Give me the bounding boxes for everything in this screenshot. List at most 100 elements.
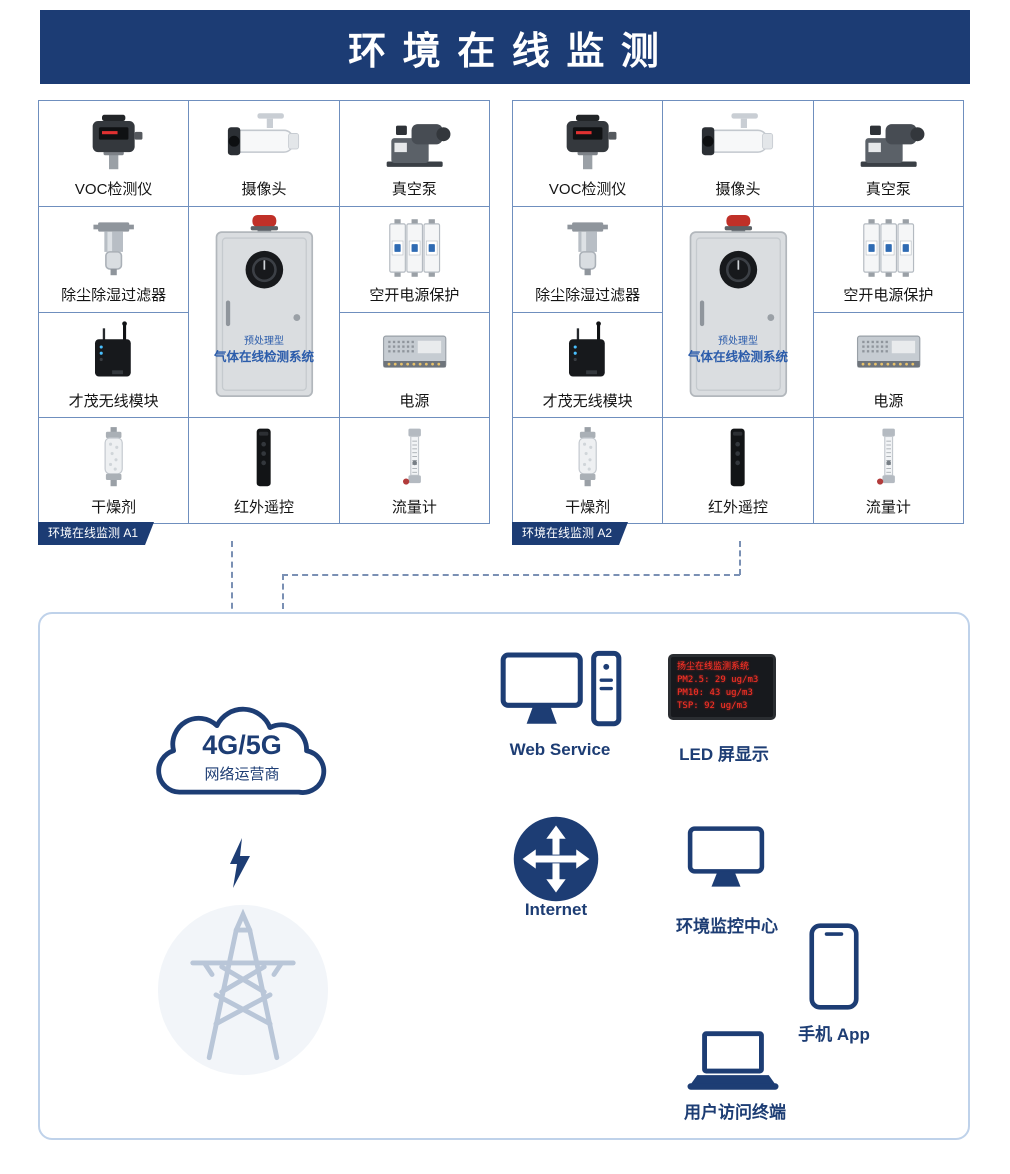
power-supply-icon bbox=[842, 319, 935, 389]
cell-circuit-breaker: 空开电源保护 bbox=[813, 206, 963, 312]
panel-a1-tag: 环境在线监测 A1 bbox=[38, 522, 154, 545]
cell-power-supply: 电源 bbox=[339, 312, 489, 418]
connector-a2-down bbox=[739, 541, 741, 575]
desiccant-icon bbox=[541, 424, 634, 494]
equipment-label: 干燥剂 bbox=[565, 498, 611, 516]
cell-filter: 除尘除湿过滤器 bbox=[513, 206, 663, 312]
cabinet-text: 预处理型 气体在线检测系统 bbox=[663, 335, 812, 367]
cell-camera: 摄像头 bbox=[189, 101, 339, 206]
circuit-breaker-icon bbox=[368, 213, 461, 283]
internet-label: Internet bbox=[524, 900, 588, 919]
equipment-label: 空开电源保护 bbox=[369, 287, 460, 304]
cell-power-supply: 电源 bbox=[813, 312, 963, 418]
laptop-icon bbox=[687, 1031, 779, 1090]
header-banner: 环 境 在 线 监 测 bbox=[40, 10, 970, 84]
cell-camera: 摄像头 bbox=[663, 101, 813, 206]
cabinet-system-label: 气体在线检测系统 bbox=[687, 350, 788, 365]
cell-ir-remote: 红外遥控 bbox=[663, 418, 813, 523]
filter-icon bbox=[67, 213, 160, 283]
equipment-panel-a2: VOC检测仪 摄像头 真空泵 除尘除湿过滤器 预处理型 气体在线检测系统 空开电… bbox=[512, 100, 964, 524]
cell-ir-remote: 红外遥控 bbox=[189, 418, 339, 523]
equipment-label: VOC检测仪 bbox=[548, 181, 627, 199]
cloud-operator-label: 网络运营商 bbox=[204, 766, 280, 783]
cell-wireless-module: 才茂无线模块 bbox=[39, 312, 189, 418]
equipment-label: VOC检测仪 bbox=[74, 181, 153, 199]
cell-voc-detector: VOC检测仪 bbox=[39, 101, 189, 206]
equipment-label: 真空泵 bbox=[865, 181, 911, 199]
cell-wireless-module: 才茂无线模块 bbox=[513, 312, 663, 418]
gas-detection-cabinet-icon bbox=[196, 215, 333, 403]
equipment-label: 除尘除湿过滤器 bbox=[61, 287, 167, 304]
power-tower-icon bbox=[157, 904, 329, 1076]
cabinet-type-label: 预处理型 bbox=[717, 336, 758, 348]
camera-icon bbox=[691, 107, 784, 177]
web-service-label: Web Service bbox=[509, 740, 611, 759]
equipment-label: 电源 bbox=[399, 392, 430, 410]
cloud-icon bbox=[156, 706, 327, 795]
cabinet-type-label: 预处理型 bbox=[243, 336, 284, 348]
page-title: 环 境 在 线 监 测 bbox=[348, 30, 662, 73]
led-line: 扬尘在线监测系统 bbox=[677, 662, 750, 672]
cabinet-system-label: 气体在线检测系统 bbox=[213, 350, 314, 365]
cell-flow-meter: 流量计 bbox=[813, 418, 963, 523]
equipment-label: 除尘除湿过滤器 bbox=[535, 287, 641, 304]
equipment-label: 干燥剂 bbox=[91, 498, 137, 516]
led-line: PM10: 43 ug/m3 bbox=[677, 688, 753, 699]
cell-filter: 除尘除湿过滤器 bbox=[39, 206, 189, 312]
voc-detector-icon bbox=[541, 107, 634, 177]
flow-meter-icon bbox=[368, 424, 461, 494]
cell-vacuum-pump: 真空泵 bbox=[813, 101, 963, 206]
monitor-center-icon bbox=[687, 826, 765, 887]
flow-meter-icon bbox=[842, 424, 935, 494]
voc-detector-icon bbox=[67, 107, 160, 177]
camera-icon bbox=[217, 107, 310, 177]
equipment-label: 流量计 bbox=[865, 498, 911, 516]
wireless-module-icon bbox=[67, 319, 160, 389]
panel-a2-tag: 环境在线监测 A2 bbox=[512, 522, 628, 545]
wireless-module-icon bbox=[541, 319, 634, 389]
user-terminal-label: 用户访问终端 bbox=[684, 1103, 786, 1122]
web-service-icon bbox=[500, 650, 622, 727]
equipment-label: 电源 bbox=[873, 392, 904, 410]
connector-a2-horizontal bbox=[282, 574, 740, 576]
equipment-label: 真空泵 bbox=[391, 181, 437, 199]
cell-gas-detection-cabinet: 预处理型 气体在线检测系统 bbox=[663, 206, 813, 418]
internet-router-icon bbox=[513, 816, 599, 902]
equipment-label: 红外遥控 bbox=[233, 498, 294, 516]
vacuum-pump-icon bbox=[368, 107, 461, 177]
filter-icon bbox=[541, 213, 634, 283]
phone-app-label: 手机 App bbox=[798, 1025, 870, 1044]
equipment-label: 红外遥控 bbox=[707, 498, 768, 516]
cell-gas-detection-cabinet: 预处理型 气体在线检测系统 bbox=[189, 206, 339, 418]
cell-flow-meter: 流量计 bbox=[339, 418, 489, 523]
cloud-text: 4G/5G 网络运营商 bbox=[136, 730, 348, 784]
equipment-label: 空开电源保护 bbox=[843, 287, 934, 304]
cabinet-text: 预处理型 气体在线检测系统 bbox=[189, 335, 338, 367]
equipment-label: 才茂无线模块 bbox=[68, 392, 159, 410]
circuit-breaker-icon bbox=[842, 213, 935, 283]
cell-circuit-breaker: 空开电源保护 bbox=[339, 206, 489, 312]
cloud-4g5g: 4G/5G 网络运营商 bbox=[136, 688, 348, 824]
cell-voc-detector: VOC检测仪 bbox=[513, 101, 663, 206]
equipment-label: 摄像头 bbox=[241, 181, 287, 199]
power-supply-icon bbox=[368, 319, 461, 389]
ir-remote-icon bbox=[217, 424, 310, 494]
lightning-bolt-icon bbox=[230, 838, 250, 888]
monitor-center-label: 环境监控中心 bbox=[676, 917, 778, 936]
cell-desiccant: 干燥剂 bbox=[39, 418, 189, 523]
equipment-label: 流量计 bbox=[391, 498, 437, 516]
desiccant-icon bbox=[67, 424, 160, 494]
led-display-label: LED 屏显示 bbox=[679, 745, 769, 764]
gas-detection-cabinet-icon bbox=[670, 215, 807, 403]
equipment-label: 摄像头 bbox=[715, 181, 761, 199]
cell-desiccant: 干燥剂 bbox=[513, 418, 663, 523]
led-line: PM2.5: 29 ug/m3 bbox=[677, 675, 759, 686]
led-line: TSP: 92 ug/m3 bbox=[677, 701, 748, 712]
ir-remote-icon bbox=[691, 424, 784, 494]
cell-vacuum-pump: 真空泵 bbox=[339, 101, 489, 206]
cloud-4g5g-label: 4G/5G bbox=[202, 730, 282, 760]
equipment-label: 才茂无线模块 bbox=[542, 392, 633, 410]
phone-icon bbox=[809, 923, 859, 1010]
equipment-panel-a1: VOC检测仪 摄像头 真空泵 除尘除湿过滤器 预处理型 气体在线检测系统 空开电… bbox=[38, 100, 490, 524]
